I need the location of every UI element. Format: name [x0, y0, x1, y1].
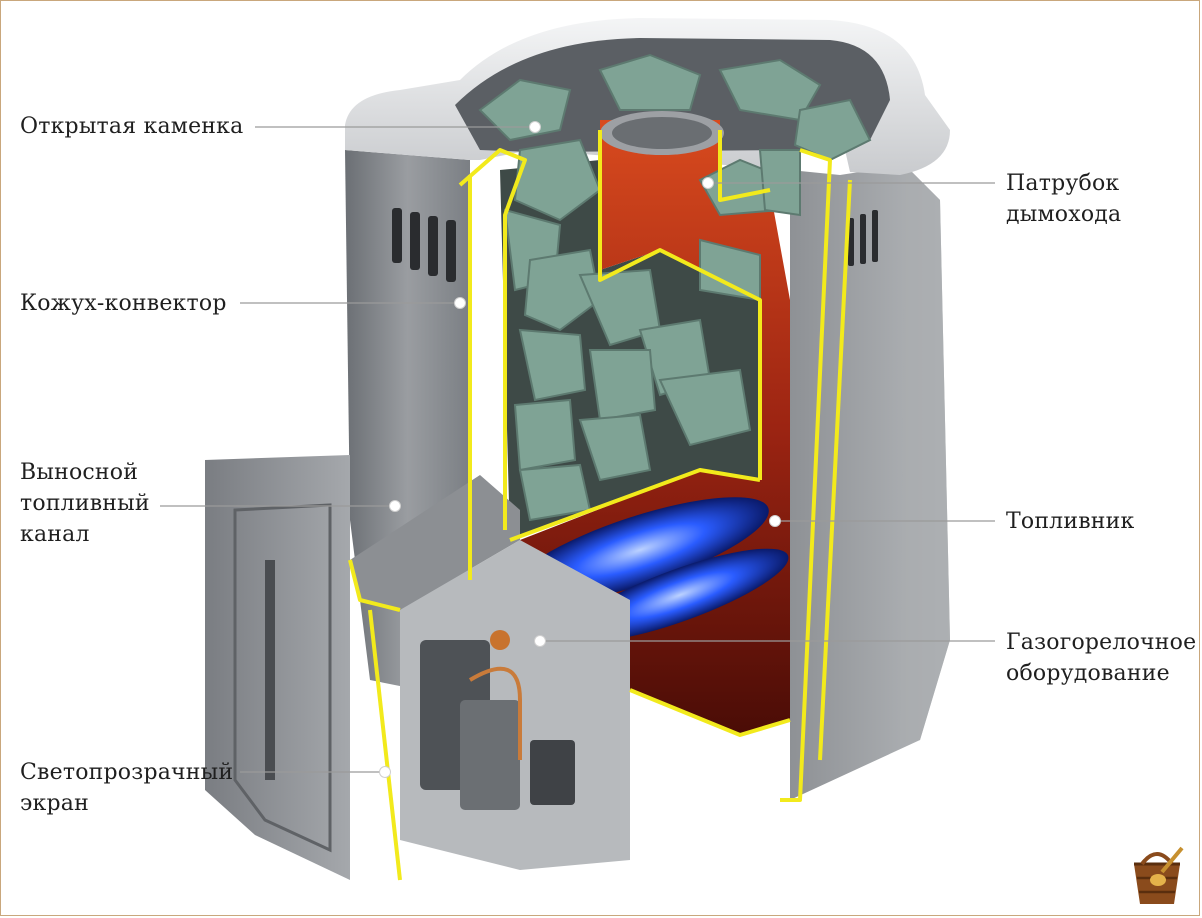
label-remote-fuel-channel: Выносной топливный канал: [20, 460, 150, 547]
label-firebox: Топливник: [1006, 509, 1135, 534]
right-vents: [848, 210, 878, 266]
left-vents: [392, 208, 456, 282]
burner-equipment: [420, 630, 575, 810]
label-gas-burner-equipment: Газогорелочное оборудование: [1006, 630, 1197, 686]
leader-dots: [379, 121, 781, 778]
label-chimney-pipe: Патрубок дымохода: [1006, 171, 1122, 227]
sauna-bucket-icon: [1134, 846, 1184, 904]
fuel-channel: [350, 475, 520, 610]
leader-lines: [160, 126, 995, 773]
stones: [478, 53, 872, 522]
cut-edges: [348, 130, 852, 881]
label-transparent-screen: Светопрозрачный экран: [20, 760, 234, 816]
door-panel: [205, 455, 350, 880]
label-open-heater: Открытая каменка: [20, 114, 244, 139]
label-convector-casing: Кожух-конвектор: [20, 291, 227, 316]
